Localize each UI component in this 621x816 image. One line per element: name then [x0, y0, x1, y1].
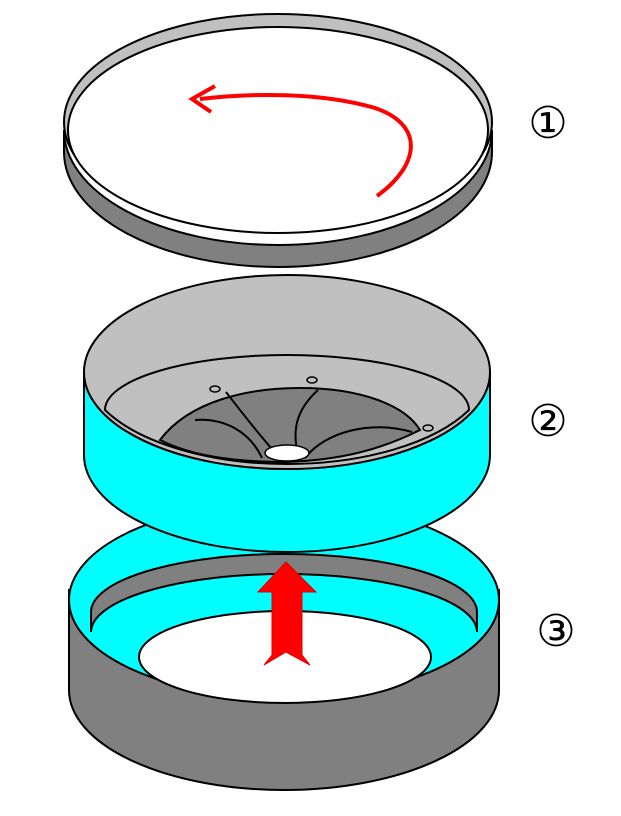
lid-rim-side: [63, 129, 493, 268]
mounting-hole: [209, 385, 221, 393]
part-2-impeller-housing: [83, 274, 491, 553]
impeller-blade-line: [194, 418, 263, 459]
rotation-arrow-icon: [199, 92, 413, 198]
impeller-hub-opening: [264, 444, 310, 462]
mounting-hole: [306, 376, 318, 384]
mounting-hole: [422, 424, 434, 432]
lid-inner-face: [67, 26, 489, 234]
rotation-arrowhead-icon: [188, 84, 216, 114]
part-label-3: ③: [536, 606, 576, 657]
upflow-arrow-icon: [256, 561, 318, 666]
base-inner-wall: [90, 553, 478, 633]
impeller-blade-line: [304, 426, 413, 459]
part-label-1: ①: [528, 98, 568, 149]
impeller-disc: [158, 386, 422, 464]
part-label-2: ②: [528, 396, 568, 447]
part-1-lid: [63, 13, 493, 268]
